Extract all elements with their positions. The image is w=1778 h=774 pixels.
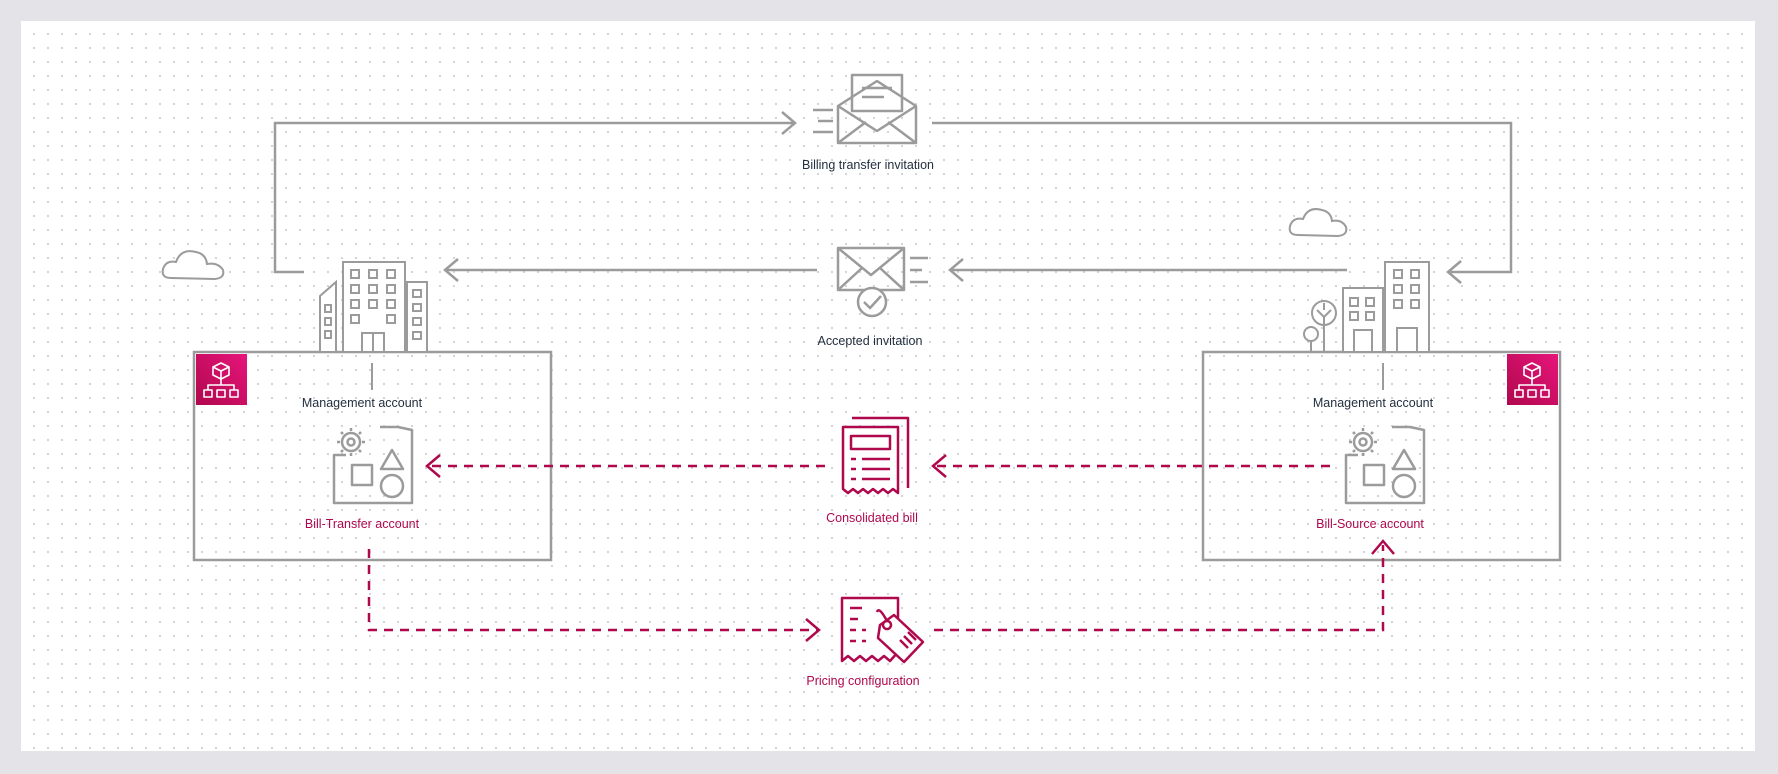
accepted-invitation-label: Accepted invitation: [818, 334, 923, 348]
management-account-label-left: Management account: [302, 396, 423, 410]
pricing-configuration-flow-arrow: [367, 545, 1385, 632]
cloud-icon: [161, 250, 225, 281]
consolidated-bill-label: Consolidated bill: [826, 511, 918, 525]
office-buildings-icon: [1303, 261, 1430, 353]
invitation-flow-arrow: [273, 111, 1513, 284]
office-buildings-icon: [319, 261, 428, 353]
cloud-icon: [1288, 208, 1348, 238]
bill-source-account-label: Bill-Source account: [1316, 517, 1424, 531]
bill-document-icon: [841, 416, 910, 495]
diagram-canvas: Billing transfer invitation Accepted inv…: [21, 21, 1755, 751]
billing-transfer-invitation-label: Billing transfer invitation: [802, 158, 934, 172]
account-resources-icon: [1344, 425, 1426, 505]
envelope-accepted-icon: [836, 246, 928, 318]
price-tag-document-icon: [840, 596, 925, 664]
diagram-svg: Billing transfer invitation Accepted inv…: [161, 73, 1562, 688]
management-account-label-right: Management account: [1313, 396, 1434, 410]
account-resources-icon: [332, 425, 414, 505]
envelope-open-icon: [813, 73, 918, 145]
accepted-flow-arrow: [443, 258, 1347, 282]
bill-transfer-account-label: Bill-Transfer account: [305, 517, 420, 531]
organizations-icon: [1507, 354, 1558, 405]
pricing-configuration-label: Pricing configuration: [806, 674, 919, 688]
organizations-icon: [196, 354, 247, 405]
